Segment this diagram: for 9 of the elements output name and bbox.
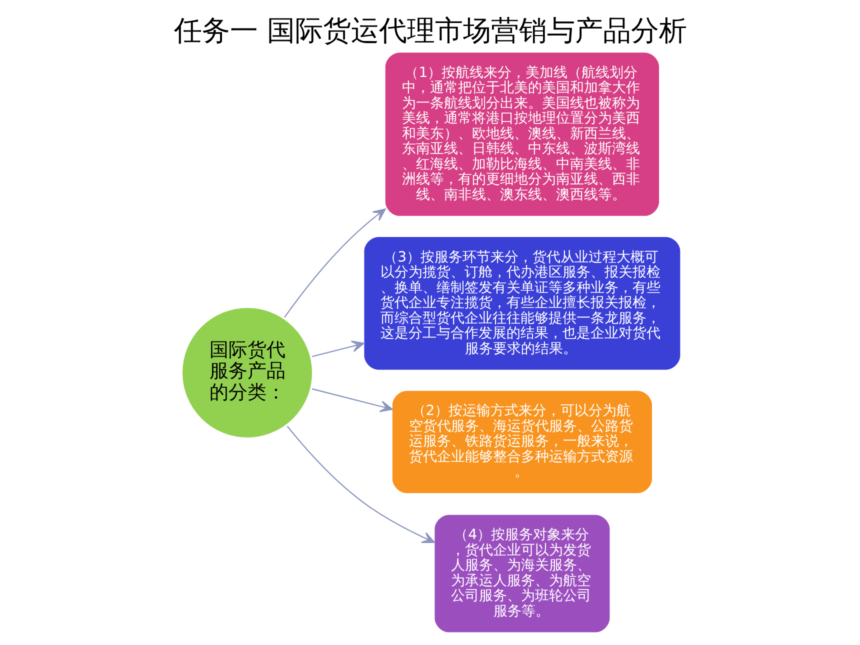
arrow bbox=[311, 388, 392, 412]
node-box: （1）按航线来分，美加线（航线划分中，通常把位于北美的美国和加拿大作为一条航线划分出来。美国线也被称为美线，通常将港口按地理位置分为美西和美东）、欧地线、澳线、新西兰线、东南亚线、日韩线、中东线、波斯湾线、红海线、加勒比海线、中南美线、非洲线等，有的更细地分为南亚线、西非线、南非线、澳东线、澳西线等。 bbox=[384, 52, 659, 216]
node-box: （3）按服务环节来分，货代从业过程大概可以分为揽货、订舱，代办港区服务、报关报检、换单、缮制签发有关单证等多种业务，有些货代企业专注揽货，有些企业擅长报关报检，而综合型货代企业往往能够提供一条龙服务，这是分工与合作发展的结果，也是企业对货代服务要求的结果。 bbox=[364, 237, 680, 370]
node-box: （4）按服务对象来分，货代企业可以为发货人服务、为海关服务、为承运人服务、为航空公司服务、为班轮公司服务等。 bbox=[434, 514, 610, 632]
node-box: （2）按运输方式来分，可以分为航空货代服务、海运货代服务、公路货运服务、铁路货运服务，一般来说，货代企业能够整合多种运输方式资源。 bbox=[392, 390, 652, 494]
arrow bbox=[284, 208, 386, 318]
arrow bbox=[286, 426, 434, 544]
arrow bbox=[311, 340, 364, 358]
diagram-title: 任务一 国际货运代理市场营销与产品分析 bbox=[174, 14, 686, 47]
